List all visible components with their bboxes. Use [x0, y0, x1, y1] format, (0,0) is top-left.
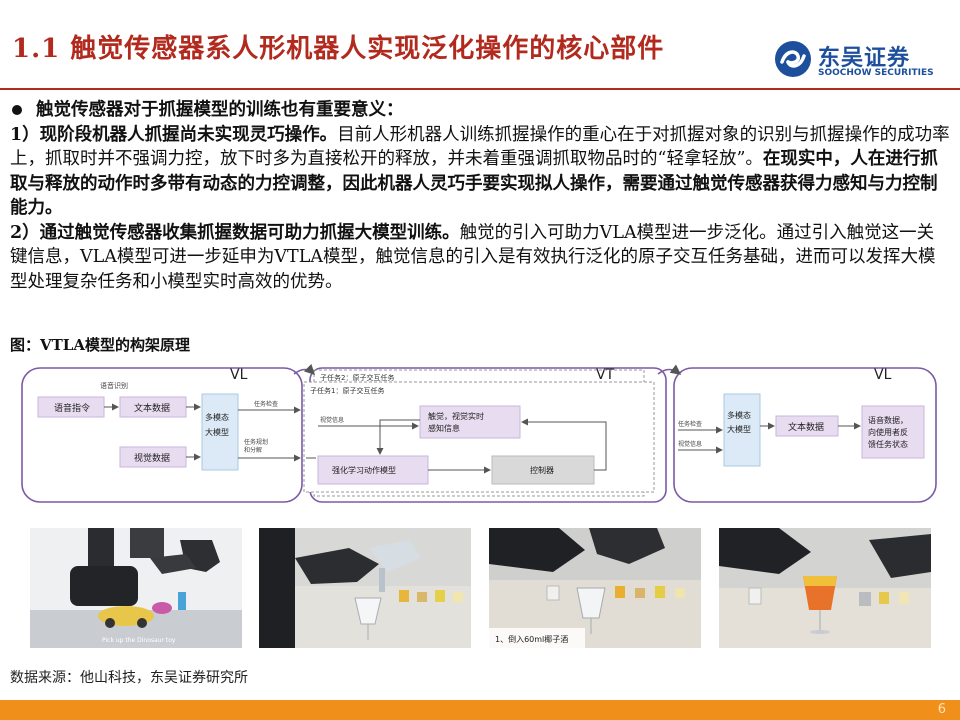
- brand-name-en: SOOCHOW SECURITIES: [818, 68, 934, 78]
- flow-arrow-vl-to-vt: [293, 363, 316, 376]
- tactile-line2: 感知信息: [428, 423, 460, 433]
- vl-right-panel: [673, 367, 937, 503]
- brand-name-cn: 东吴证券: [818, 46, 911, 71]
- task-plan-line2: 和分解: [244, 446, 262, 454]
- subtask2-label: 子任务2：原子交互任务: [320, 373, 394, 382]
- multimodal-line2-left: 大模型: [205, 427, 229, 437]
- tactile-info-box: [419, 405, 521, 439]
- main-text: 触觉传感器对于抓握模型的训练也有重要意义： 1）现阶段机器人抓握尚未实现灵巧操作…: [10, 98, 950, 294]
- vl-right-label: VL: [874, 367, 892, 383]
- photo-robot-drink: [719, 528, 931, 648]
- paragraph-2-lead: 2）通过触觉传感器收集抓握数据可助力抓握大模型训练。: [10, 222, 460, 243]
- paragraph-1-emphasis: 在现实中，人在进行抓取与释放的动作时多带有动态的力控调整，因此机器人灵巧手要实现…: [10, 149, 938, 218]
- bullet-heading: 触觉传感器对于抓握模型的训练也有重要意义：: [36, 100, 404, 120]
- paragraph-2: 2）通过触觉传感器收集抓握数据可助力抓握大模型训练。触觉的引入可助力VLA模型进…: [10, 221, 950, 295]
- multimodal-line1-left: 多模态: [205, 412, 229, 422]
- paragraph-1-lead: 1）现阶段机器人抓握尚未实现灵巧操作。: [10, 124, 338, 145]
- multimodal-model-box-left: [201, 393, 239, 471]
- multimodal-line2-right: 大模型: [727, 424, 751, 434]
- text-data-label: 文本数据: [134, 402, 170, 414]
- text-data-label-right: 文本数据: [788, 421, 824, 433]
- photo3-caption: 1、倒入60ml椰子酒: [495, 634, 568, 644]
- photo1-caption: Pick up the Dinosaur toy: [102, 637, 176, 644]
- output-line3: 馈任务状态: [868, 439, 908, 449]
- data-source: 数据来源：他山科技，东吴证券研究所: [10, 670, 248, 686]
- flow-arrow-vt-to-vl: [657, 364, 682, 375]
- paragraph-1-text: 目前人形机器人训练抓握操作的重心在于对抓握对象的识别与抓握操作的成功率上，抓取时…: [10, 124, 950, 170]
- paragraph-1: 1）现阶段机器人抓握尚未实现灵巧操作。目前人形机器人训练抓握操作的重心在于对抓握…: [10, 123, 950, 221]
- brand-logo: 东吴证券 SOOCHOW SECURITIES: [774, 38, 954, 82]
- vt-label: VT: [596, 367, 615, 383]
- visual-info-label-vt: 视觉信息: [320, 416, 344, 424]
- vtla-architecture-diagram: VL 语音识别 语音指令 文本数据 视觉数据 多模态 大模型 任务检查 任务规划…: [21, 363, 937, 503]
- vl-left-label: VL: [230, 367, 248, 383]
- task-check-label-right: 任务检查: [678, 420, 702, 428]
- controller-box: [491, 455, 595, 485]
- subtask1-label: 子任务1：原子交互任务: [310, 386, 384, 395]
- multimodal-line1-right: 多模态: [727, 410, 751, 420]
- header-divider: [0, 88, 960, 90]
- multimodal-model-box-right: [723, 393, 761, 467]
- visual-data-label: 视觉数据: [134, 452, 170, 464]
- soochow-logo-icon: [775, 41, 811, 77]
- tactile-line1: 触觉，视觉实时: [428, 411, 484, 421]
- output-line2: 向使用者反: [868, 427, 908, 437]
- photo-robot-toy: Pick up the Dinosaur toy: [30, 528, 242, 648]
- bullet-icon: [12, 104, 22, 115]
- vl-left-panel: [21, 367, 303, 503]
- figure-caption: 图：VTLA模型的构架原理: [10, 336, 190, 354]
- visual-info-label-right: 视觉信息: [678, 440, 702, 448]
- speech-recognition-label: 语音识别: [100, 381, 128, 390]
- rl-model-label: 强化学习动作模型: [332, 465, 396, 475]
- bullet-line: 触觉传感器对于抓握模型的训练也有重要意义：: [10, 98, 950, 123]
- photo-robot-cups: 1、倒入60ml椰子酒: [489, 528, 701, 648]
- task-plan-line1: 任务规划: [244, 438, 268, 446]
- output-line1: 语音数据，: [868, 415, 908, 425]
- page-number: 6: [937, 702, 946, 717]
- page-title: 1.1 触觉传感器系人形机器人实现泛化操作的核心部件: [12, 34, 665, 64]
- footer-bar: 6: [0, 700, 960, 720]
- photo-robot-pouring: [259, 528, 471, 648]
- robot-demo-photos: Pick up the Dinosaur toy 1、倒入60ml椰子酒: [30, 528, 931, 648]
- controller-label: 控制器: [530, 465, 554, 475]
- output-box: [861, 405, 925, 459]
- voice-command-label: 语音指令: [54, 402, 90, 414]
- task-check-label-left: 任务检查: [254, 400, 278, 408]
- paragraph-2-text: 触觉的引入可助力VLA模型进一步泛化。通过引入触觉这一关键信息，VLA模型可进一…: [10, 222, 936, 292]
